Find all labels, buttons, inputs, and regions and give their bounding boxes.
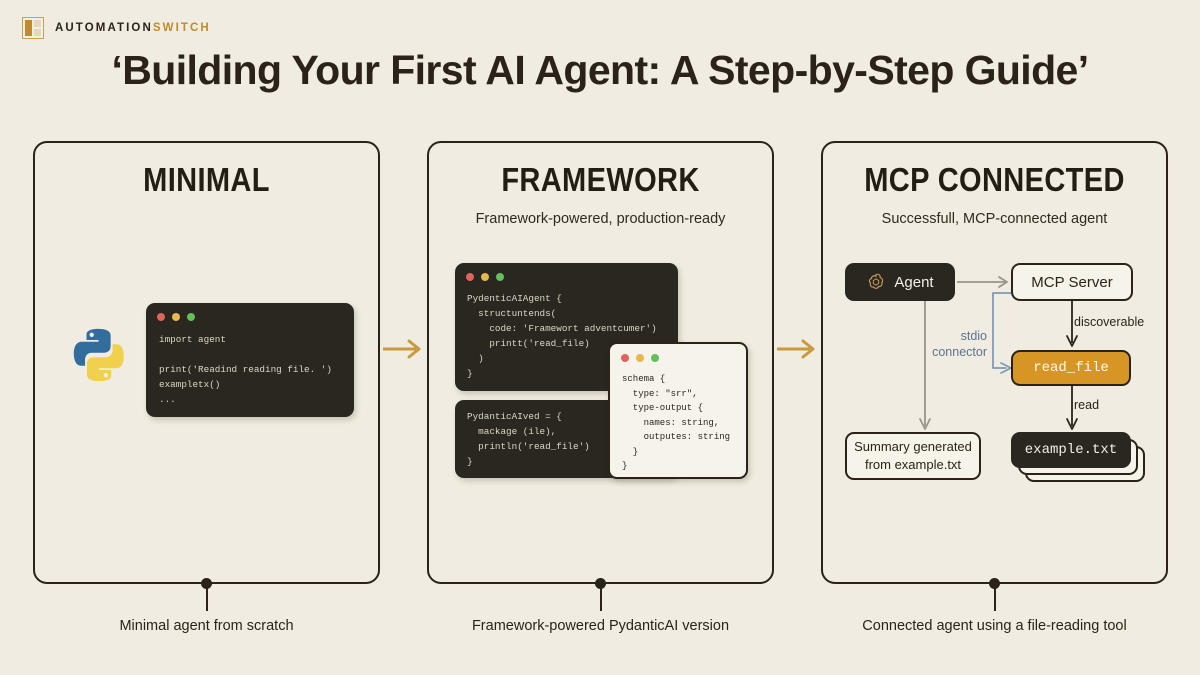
node-label: Agent <box>894 273 934 291</box>
node-agent[interactable]: Agent <box>845 263 955 301</box>
brand-name: AUTOMATIONSWITCH <box>55 22 211 34</box>
traffic-lights-icon <box>621 354 659 362</box>
panel-title: MINIMAL <box>143 161 270 198</box>
code-window-minimal[interactable]: import agent print('Readind reading file… <box>146 303 354 417</box>
brand-name-part2: SWITCH <box>152 22 211 34</box>
node-summary-output[interactable]: Summary generated from example.txt <box>845 432 981 480</box>
edge-label-read: read <box>1074 398 1100 412</box>
panel-title: MCP CONNECTED <box>864 161 1125 198</box>
code-text: PydenticAIAgent { structuntends( code: '… <box>467 293 657 380</box>
panel-subtitle: Successfull, MCP-connected agent <box>881 211 1108 227</box>
panel-caption: Framework-powered PydanticAI version <box>471 618 730 634</box>
code-text: schema { type: "srr", type-output { name… <box>622 374 731 472</box>
traffic-lights-icon <box>157 313 195 321</box>
caption-anchor-dot <box>989 578 1000 589</box>
caption-stem <box>206 585 208 611</box>
node-read-file-tool[interactable]: read_file <box>1011 350 1131 386</box>
panel-title: FRAMEWORK <box>501 161 700 198</box>
caption-anchor-dot <box>595 578 606 589</box>
node-label: example.txt <box>1024 442 1118 458</box>
caption-stem <box>994 585 996 611</box>
arrow-right-icon <box>777 339 815 359</box>
page-title: ‘Building Your First AI Agent: A Step-by… <box>111 47 1089 93</box>
panel-subtitle: Framework-powered, production-ready <box>475 211 726 227</box>
logo-square-icon <box>22 17 44 39</box>
code-window-schema[interactable]: schema { type: "srr", type-output { name… <box>608 342 748 479</box>
panel-caption: Connected agent using a file-reading too… <box>862 618 1127 634</box>
traffic-lights-icon <box>466 273 504 281</box>
code-text: import agent print('Readind reading file… <box>159 334 332 406</box>
brand-name-part1: AUTOMATION <box>55 22 153 34</box>
caption-stem <box>600 585 602 611</box>
code-text: PydanticAIved = { mackage (ile), println… <box>467 411 590 468</box>
panel-caption: Minimal agent from scratch <box>119 618 294 634</box>
brand-bar: AUTOMATIONSWITCH <box>22 17 211 39</box>
node-example-file[interactable]: example.txt <box>1011 432 1131 468</box>
node-label: read_file <box>1033 360 1109 376</box>
python-logo-icon <box>73 328 124 382</box>
edge-label-discoverable: discoverable <box>1074 315 1145 329</box>
caption-anchor-dot <box>201 578 212 589</box>
arrow-right-icon <box>383 339 421 359</box>
node-label: Summary generated from example.txt <box>854 439 972 472</box>
openai-logo-icon <box>869 273 884 289</box>
node-mcp-server[interactable]: MCP Server <box>1011 263 1133 301</box>
node-label: MCP Server <box>1031 273 1113 291</box>
edge-label-stdio-connector: stdio connector <box>932 329 987 360</box>
